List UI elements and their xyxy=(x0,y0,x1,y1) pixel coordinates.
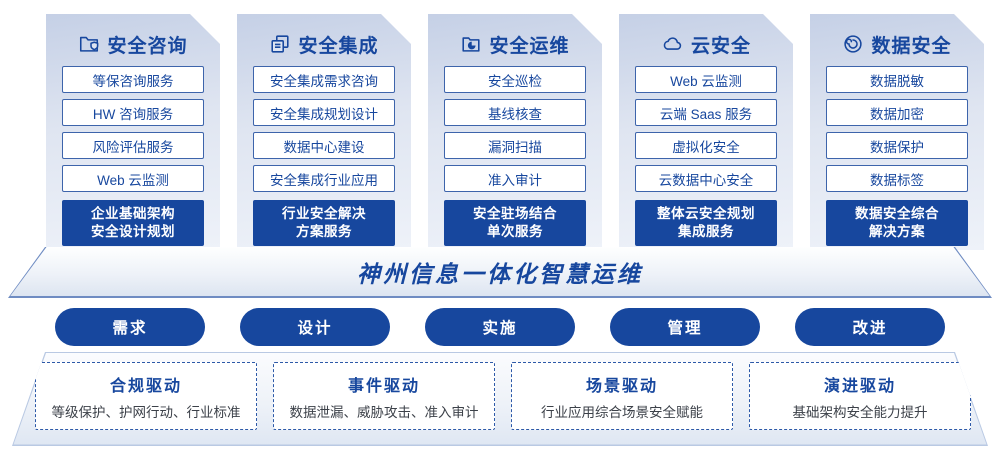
service-item: 云端 Saas 服务 xyxy=(635,99,777,126)
process-step-design: 设计 xyxy=(240,308,390,346)
card-title: 安全咨询 xyxy=(107,35,188,57)
driver-desc: 数据泄漏、威胁攻击、准入审计 xyxy=(289,404,479,420)
service-item: 安全集成行业应用 xyxy=(253,165,395,192)
folder-chart-icon xyxy=(460,33,482,55)
service-item: Web 云监测 xyxy=(635,66,777,93)
card-title: 安全运维 xyxy=(489,35,570,57)
card-header: 安全运维 xyxy=(444,27,586,61)
service-item: 准入审计 xyxy=(444,165,586,192)
service-item: 安全巡检 xyxy=(444,66,586,93)
service-item: 等保咨询服务 xyxy=(62,66,204,93)
card-title: 数据安全 xyxy=(871,35,952,57)
service-item: 数据加密 xyxy=(826,99,968,126)
footer-line: 数据安全综合 xyxy=(855,205,939,221)
footer-line: 单次服务 xyxy=(487,224,543,239)
card-footer: 企业基础架构 安全设计规划 xyxy=(62,200,204,246)
drivers-row: 合规驱动 等级保护、护网行动、行业标准 事件驱动 数据泄漏、威胁攻击、准入审计 … xyxy=(35,362,971,430)
process-step-requirement: 需求 xyxy=(55,308,205,346)
drivers-platform: 合规驱动 等级保护、护网行动、行业标准 事件驱动 数据泄漏、威胁攻击、准入审计 … xyxy=(12,352,988,446)
footer-line: 解决方案 xyxy=(869,224,925,239)
card-title: 云安全 xyxy=(690,35,751,57)
card-header: 云安全 xyxy=(635,27,777,61)
driver-title: 合规驱动 xyxy=(109,377,182,395)
service-item: 数据标签 xyxy=(826,165,968,192)
banner-title: 神州信息一体化智慧运维 xyxy=(357,260,643,287)
service-item: 安全集成规划设计 xyxy=(253,99,395,126)
card-header: 数据安全 xyxy=(826,27,968,61)
process-step-management: 管理 xyxy=(610,308,760,346)
footer-line: 安全设计规划 xyxy=(91,224,175,239)
documents-icon xyxy=(269,33,291,55)
service-item: 漏洞扫描 xyxy=(444,132,586,159)
service-item: 数据中心建设 xyxy=(253,132,395,159)
card-footer: 数据安全综合 解决方案 xyxy=(826,200,968,246)
footer-line: 集成服务 xyxy=(678,224,734,239)
card-cloud-security: 云安全 Web 云监测 云端 Saas 服务 虚拟化安全 云数据中心安全 整体云… xyxy=(619,14,793,250)
service-item: 数据保护 xyxy=(826,132,968,159)
service-item: 云数据中心安全 xyxy=(635,165,777,192)
footer-line: 企业基础架构 xyxy=(91,205,175,221)
driver-desc: 等级保护、护网行动、行业标准 xyxy=(51,404,241,420)
cloud-icon xyxy=(661,33,684,55)
service-item: Web 云监测 xyxy=(62,165,204,192)
footer-line: 整体云安全规划 xyxy=(657,205,755,221)
footer-line: 方案服务 xyxy=(296,224,352,239)
card-footer: 行业安全解决 方案服务 xyxy=(253,200,395,246)
driver-evolution: 演进驱动 基础架构安全能力提升 xyxy=(749,362,971,430)
card-security-operations: 安全运维 安全巡检 基线核查 漏洞扫描 准入审计 安全驻场结合 单次服务 xyxy=(428,14,602,250)
process-step-improvement: 改进 xyxy=(795,308,945,346)
process-steps-row: 需求 设计 实施 管理 改进 xyxy=(55,308,945,346)
footer-line: 安全驻场结合 xyxy=(473,205,557,221)
card-title: 安全集成 xyxy=(298,35,379,57)
process-step-implementation: 实施 xyxy=(425,308,575,346)
banner-surface: 神州信息一体化智慧运维 xyxy=(8,247,992,296)
banner-platform: 神州信息一体化智慧运维 xyxy=(8,247,992,298)
driver-title: 事件驱动 xyxy=(347,377,420,395)
driver-title: 演进驱动 xyxy=(823,377,896,395)
service-item: 数据脱敏 xyxy=(826,66,968,93)
service-item: 风险评估服务 xyxy=(62,132,204,159)
driver-compliance: 合规驱动 等级保护、护网行动、行业标准 xyxy=(35,362,257,430)
driver-desc: 基础架构安全能力提升 xyxy=(792,404,928,420)
footer-line: 行业安全解决 xyxy=(282,205,366,221)
card-header: 安全集成 xyxy=(253,27,395,61)
card-footer: 整体云安全规划 集成服务 xyxy=(635,200,777,246)
driver-title: 场景驱动 xyxy=(585,377,658,395)
card-security-integration: 安全集成 安全集成需求咨询 安全集成规划设计 数据中心建设 安全集成行业应用 行… xyxy=(237,14,411,250)
driver-scenario: 场景驱动 行业应用综合场景安全赋能 xyxy=(511,362,733,430)
service-item: HW 咨询服务 xyxy=(62,99,204,126)
card-header: 安全咨询 xyxy=(62,27,204,61)
fingerprint-icon xyxy=(842,33,864,55)
folder-shield-icon xyxy=(78,33,100,55)
driver-incident: 事件驱动 数据泄漏、威胁攻击、准入审计 xyxy=(273,362,495,430)
card-data-security: 数据安全 数据脱敏 数据加密 数据保护 数据标签 数据安全综合 解决方案 xyxy=(810,14,984,250)
card-security-consulting: 安全咨询 等保咨询服务 HW 咨询服务 风险评估服务 Web 云监测 企业基础架… xyxy=(46,14,220,250)
service-item: 安全集成需求咨询 xyxy=(253,66,395,93)
driver-desc: 行业应用综合场景安全赋能 xyxy=(541,404,703,420)
service-item: 虚拟化安全 xyxy=(635,132,777,159)
service-item: 基线核查 xyxy=(444,99,586,126)
card-footer: 安全驻场结合 单次服务 xyxy=(444,200,586,246)
category-cards-row: 安全咨询 等保咨询服务 HW 咨询服务 风险评估服务 Web 云监测 企业基础架… xyxy=(46,14,984,250)
